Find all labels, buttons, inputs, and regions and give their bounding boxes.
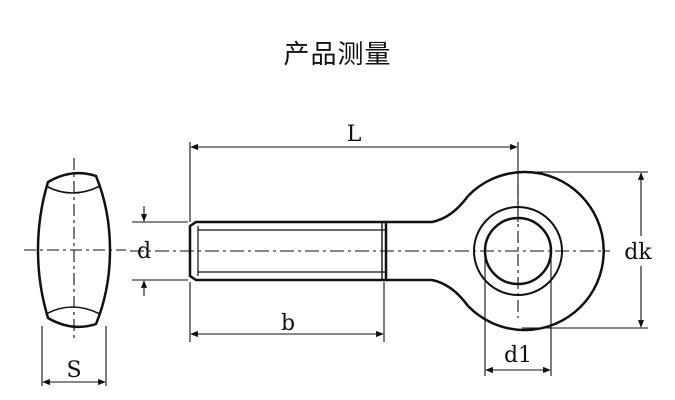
d1-label: d1 [504, 343, 532, 368]
b-label: b [281, 311, 295, 336]
dk-label: dk [624, 240, 652, 265]
neck-top [386, 195, 470, 224]
s-label: S [66, 358, 81, 383]
page-title: 产品测量 [283, 40, 392, 70]
side-view [24, 158, 126, 386]
neck-bottom [386, 278, 470, 307]
d-label: d [137, 239, 151, 264]
b-dimension [189, 282, 385, 342]
side-view-top-arc [45, 185, 101, 194]
l-label: L [347, 122, 362, 147]
l-dimension [189, 142, 519, 222]
dk-dimension [522, 171, 648, 329]
side-view-outline [36, 171, 112, 329]
front-view [130, 170, 610, 332]
eye-outer-circle [467, 170, 605, 332]
side-view-bottom-arc [45, 306, 101, 315]
d-dimension [132, 206, 188, 296]
d1-dimension [484, 256, 552, 376]
